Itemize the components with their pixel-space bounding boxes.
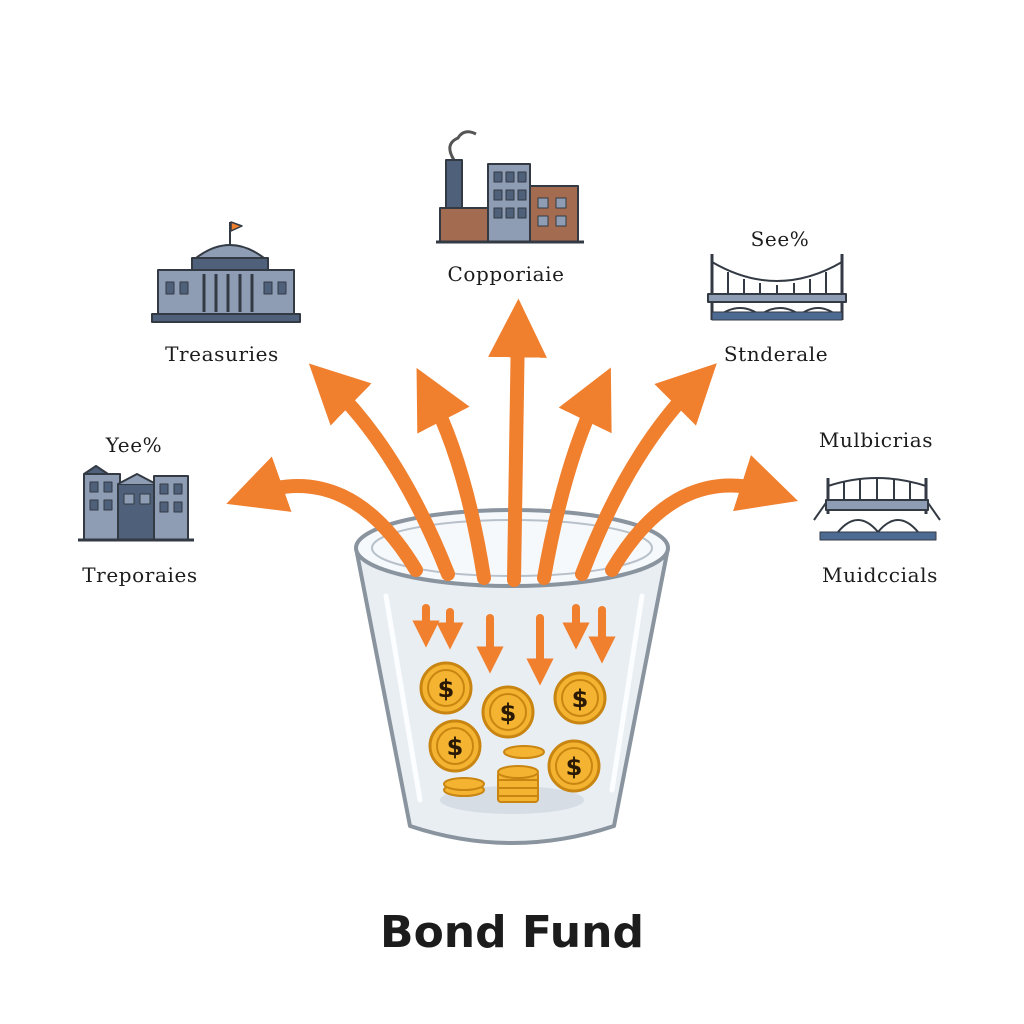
stnderale-bridge-icon (707, 254, 847, 321)
svg-text:$: $ (566, 753, 583, 781)
arrow-to-stnderale-2 (537, 367, 612, 585)
arrow-to-stnderale (575, 363, 717, 581)
treasuries-label: Treasuries (165, 342, 279, 366)
treporaies-note: Yee% (105, 433, 163, 457)
municipals-label: Muidccials (822, 563, 938, 587)
arrow-to-treasuries (308, 363, 455, 581)
coin-icon: $ (481, 685, 535, 739)
stnderale-label: Stnderale (724, 342, 828, 366)
arrow-to-corporate (488, 298, 547, 587)
arrow-to-treasuries-2 (416, 367, 491, 585)
arrow-to-municipals (605, 455, 799, 577)
treporaies-label: Treporaies (82, 563, 198, 587)
treporaies-building-icon (78, 465, 194, 542)
coin-stack-icon (443, 745, 545, 803)
municipals-note: Mulbicrias (819, 428, 933, 452)
outflow-arrows (226, 298, 799, 587)
inflow-arrows (412, 604, 616, 686)
arrow-to-treporaies (226, 456, 423, 577)
diagram-title: Bond Fund (380, 907, 644, 958)
treasuries-building-icon (151, 221, 301, 323)
corporate-factory-icon (436, 130, 584, 244)
svg-text:$: $ (438, 675, 455, 703)
corporate-label: Copporiaie (447, 262, 564, 286)
stnderale-note: See% (751, 227, 810, 251)
coin-icon: $ (419, 661, 473, 715)
svg-text:$: $ (500, 699, 517, 727)
glass-highlight (383, 593, 645, 803)
svg-text:$: $ (572, 685, 589, 713)
coin-icon: $ (553, 671, 607, 725)
coins: $ $ $ $ $ (419, 661, 607, 803)
coin-icon: $ (547, 739, 601, 793)
svg-text:$: $ (447, 733, 464, 761)
municipals-bridge-icon (813, 477, 941, 541)
coin-icon: $ (428, 719, 482, 773)
